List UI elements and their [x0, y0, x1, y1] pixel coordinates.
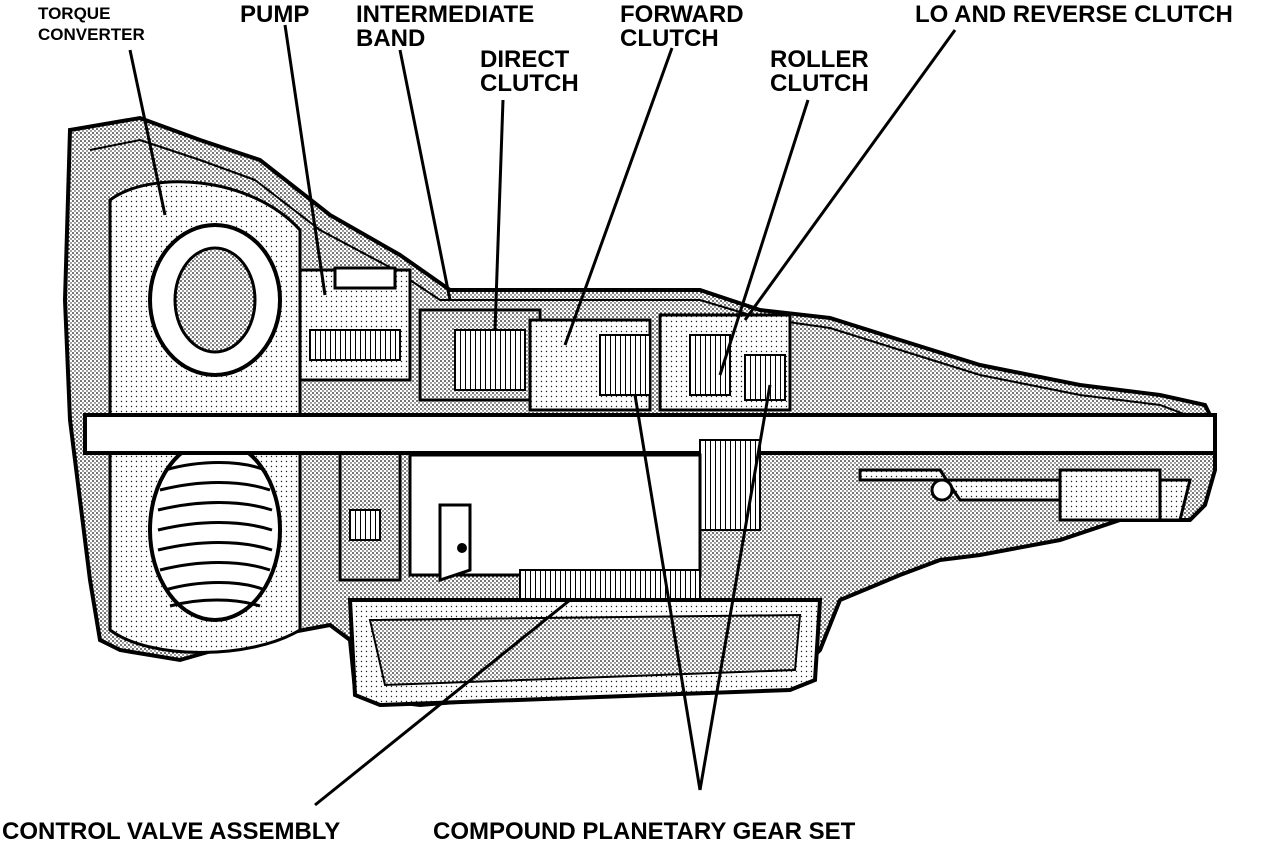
- tail-housing: [858, 468, 1192, 522]
- leader-roller-clutch: [718, 99, 810, 376]
- torque-converter-housing: [108, 180, 302, 654]
- label-roller-clutch-line2: CLUTCH: [770, 70, 869, 97]
- clutch-packs: [418, 308, 792, 412]
- leader-compound-planetary-2: [698, 384, 772, 791]
- label-lo-and-reverse-clutch: LO AND REVERSE CLUTCH: [915, 1, 1233, 28]
- label-direct-clutch: DIRECT CLUTCH: [480, 48, 579, 96]
- label-compound-planetary-gear-set: COMPOUND PLANETARY GEAR SET: [433, 818, 856, 845]
- label-direct-clutch-line2: CLUTCH: [480, 70, 579, 97]
- label-pump: PUMP: [240, 1, 310, 28]
- leader-control-valve: [314, 598, 571, 807]
- label-direct-clutch-line1: DIRECT: [480, 46, 570, 73]
- leader-lines: [128, 24, 957, 807]
- oil-pan: [347, 598, 823, 708]
- label-intermediate-band-line2: BAND: [356, 25, 426, 52]
- main-shaft: [83, 413, 1217, 531]
- pump-section: [298, 266, 412, 582]
- label-torque-converter: TORQUE CONVERTER: [38, 5, 145, 43]
- label-roller-clutch-line1: ROLLER: [770, 46, 869, 73]
- label-intermediate-band: INTERMEDIATE BAND: [356, 3, 534, 51]
- label-forward-clutch-line1: FORWARD: [620, 1, 744, 28]
- label-torque-converter-line2: CONVERTER: [38, 25, 145, 44]
- label-control-valve-assembly: CONTROL VALVE ASSEMBLY: [2, 818, 341, 845]
- label-roller-clutch: ROLLER CLUTCH: [770, 48, 869, 96]
- label-forward-clutch-line2: CLUTCH: [620, 25, 719, 52]
- label-intermediate-band-line1: INTERMEDIATE: [356, 1, 535, 28]
- label-forward-clutch: FORWARD CLUTCH: [620, 3, 744, 51]
- leader-torque-converter: [128, 49, 167, 216]
- leader-compound-planetary-1: [633, 394, 702, 791]
- label-torque-converter-line1: TORQUE: [38, 4, 111, 23]
- leader-lo-reverse-clutch: [743, 29, 957, 321]
- leader-direct-clutch: [493, 99, 505, 331]
- leader-intermediate-band: [398, 49, 452, 301]
- leader-forward-clutch: [563, 47, 674, 346]
- leader-pump: [283, 24, 327, 296]
